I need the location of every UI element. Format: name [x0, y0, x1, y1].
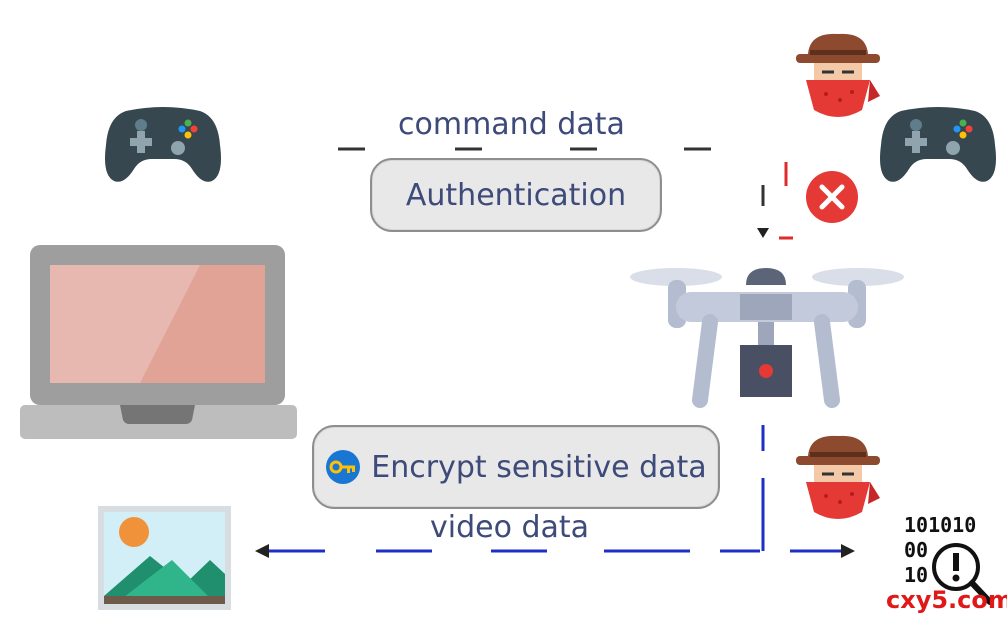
binary-row: 10 — [904, 563, 929, 587]
attack-path — [757, 162, 793, 240]
arrow-right-icon — [841, 544, 855, 558]
key-icon — [326, 450, 361, 484]
encrypt-label: Encrypt sensitive data — [371, 449, 707, 485]
data-inspect-icon — [932, 543, 993, 605]
drone-icon — [630, 268, 904, 408]
binary-row: 00 — [904, 538, 929, 562]
reject-icon — [806, 171, 858, 223]
command-data-label: command data — [398, 107, 625, 142]
video-link — [268, 425, 842, 553]
video-data-label: video data — [430, 510, 590, 545]
game-controller-icon — [105, 107, 221, 182]
image-icon — [98, 506, 231, 610]
laptop-icon — [20, 245, 297, 439]
authentication-box: Authentication — [370, 158, 662, 232]
hacker-icon — [796, 435, 880, 519]
game-controller-icon — [880, 107, 996, 182]
watermark: cxy5.com — [886, 586, 1007, 614]
arrow-left-icon — [255, 544, 269, 558]
authentication-label: Authentication — [405, 177, 627, 213]
hacker-icon — [796, 33, 880, 117]
binary-row: 101010 — [904, 513, 977, 537]
encrypt-box: Encrypt sensitive data — [312, 425, 720, 509]
